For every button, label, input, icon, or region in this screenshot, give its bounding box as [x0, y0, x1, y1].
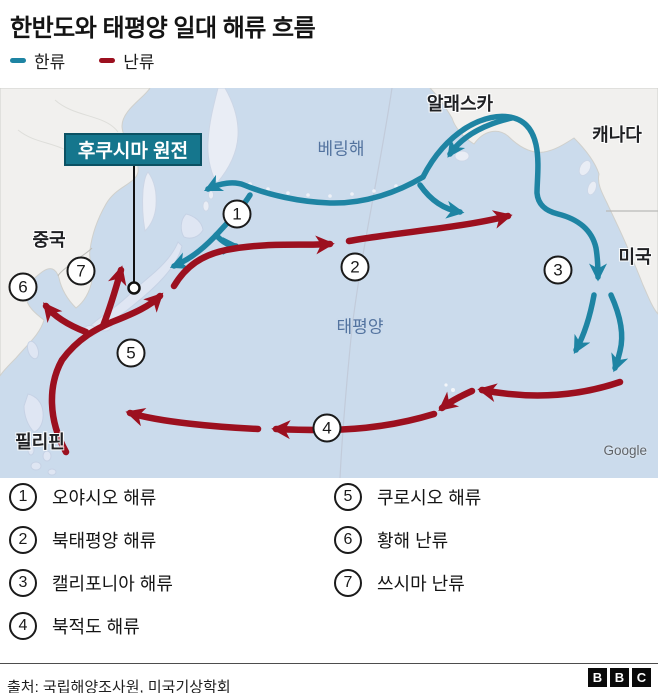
bbc-logo: B B C: [588, 668, 651, 687]
cold-current-swatch: [10, 58, 26, 63]
label-china: 중국: [32, 230, 66, 250]
current-type-legend: 한류 난류: [10, 48, 155, 73]
list-label-3: 캘리포니아 해류: [52, 574, 173, 594]
list-item: 2 북태평양 해류: [9, 526, 156, 554]
list-label-5: 쿠로시오 해류: [377, 488, 482, 508]
warm-current-label: 난류: [123, 53, 155, 72]
map-badge-3: 3: [543, 255, 573, 285]
list-label-4: 북적도 해류: [52, 617, 140, 637]
meridian-line: [339, 88, 393, 478]
map-badge-2: 2: [340, 252, 370, 282]
list-item: 6 황해 난류: [334, 526, 448, 554]
label-philippines: 필리핀: [15, 432, 65, 452]
map-badge-7: 7: [66, 256, 96, 286]
list-item: 1 오야시오 해류: [9, 483, 156, 511]
map-badge-5: 5: [116, 338, 146, 368]
list-label-1: 오야시오 해류: [52, 488, 157, 508]
page-title: 한반도와 태평양 일대 해류 흐름: [10, 15, 316, 42]
sakhalin-island: [142, 171, 157, 233]
list-num-7: 7: [334, 569, 362, 597]
map-canvas: [0, 88, 658, 478]
pacific-map: 알래스카 캐나다 베링해 미국 중국 태평양 필리핀 후쿠시마 원전 1 2 3…: [0, 88, 658, 478]
label-canada: 캐나다: [592, 125, 642, 145]
cold-current-label: 한류: [34, 53, 66, 72]
list-label-6: 황해 난류: [377, 531, 449, 551]
map-badge-6: 6: [8, 272, 38, 302]
list-num-4: 4: [9, 612, 37, 640]
label-alaska: 알래스카: [426, 94, 494, 114]
warm-current-swatch: [99, 58, 116, 63]
list-item: 3 캘리포니아 해류: [9, 569, 173, 597]
philippines-islands: [23, 340, 57, 476]
label-bering-sea: 베링해: [317, 139, 365, 159]
list-num-3: 3: [9, 569, 37, 597]
list-num-6: 6: [334, 526, 362, 554]
list-num-1: 1: [9, 483, 37, 511]
label-usa: 미국: [618, 247, 652, 267]
warm-currents: [42, 210, 624, 456]
bbc-logo-block-c: C: [632, 668, 651, 687]
map-badge-1: 1: [222, 199, 252, 229]
label-pacific-ocean: 태평양: [336, 317, 384, 337]
fukushima-marker: [127, 281, 141, 295]
bbc-logo-block-b2: B: [610, 668, 629, 687]
list-item: 5 쿠로시오 해류: [334, 483, 481, 511]
legend-cold-current: 한류: [10, 48, 65, 73]
legend-warm-current: 난류: [99, 48, 155, 73]
footer-divider: [0, 663, 658, 664]
list-item: 7 쓰시마 난류: [334, 569, 465, 597]
list-label-2: 북태평양 해류: [52, 531, 157, 551]
google-watermark: Google: [603, 443, 647, 458]
list-num-2: 2: [9, 526, 37, 554]
current-name-list: 1 오야시오 해류 2 북태평양 해류 3 캘리포니아 해류 4 북적도 해류 …: [0, 476, 658, 648]
bbc-logo-block-b1: B: [588, 668, 607, 687]
list-label-7: 쓰시마 난류: [377, 574, 465, 594]
list-item: 4 북적도 해류: [9, 612, 140, 640]
list-num-5: 5: [334, 483, 362, 511]
fukushima-callout: 후쿠시마 원전: [64, 133, 202, 166]
source-credit: 출처: 국립해양조사원, 미국기상학회: [7, 679, 231, 693]
map-badge-4: 4: [312, 413, 342, 443]
